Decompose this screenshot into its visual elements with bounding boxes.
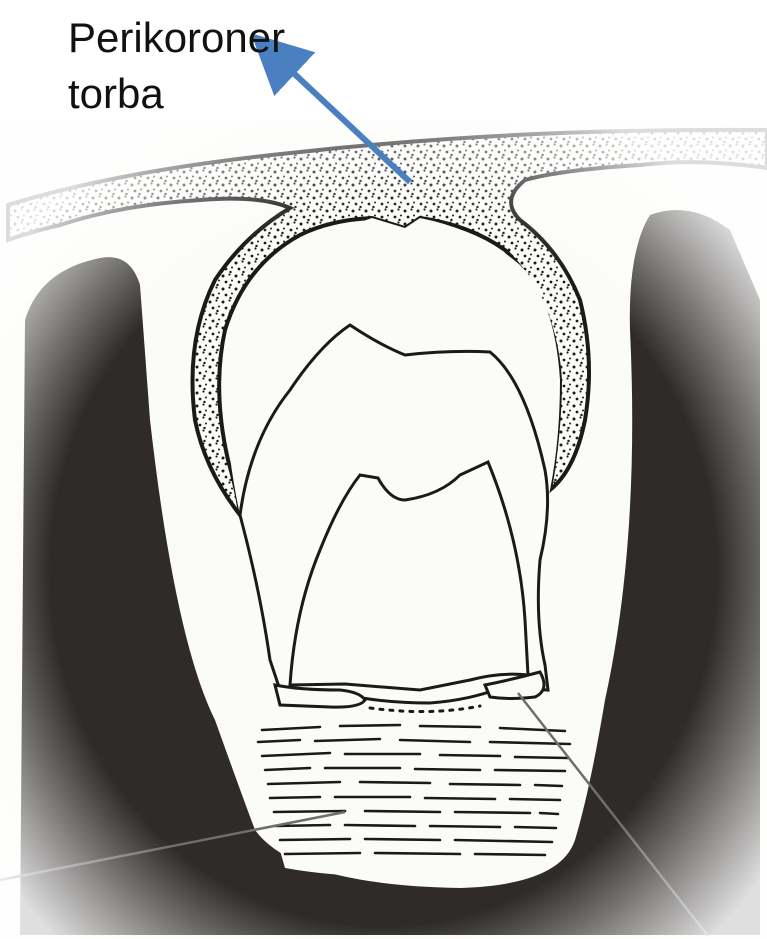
pericoronal-label-line2: torba <box>68 66 368 122</box>
pericoronal-label-line1: Perikoroner <box>68 10 368 66</box>
scan-vignette <box>0 120 767 939</box>
pericoronal-label: Perikoroner torba <box>68 10 368 122</box>
